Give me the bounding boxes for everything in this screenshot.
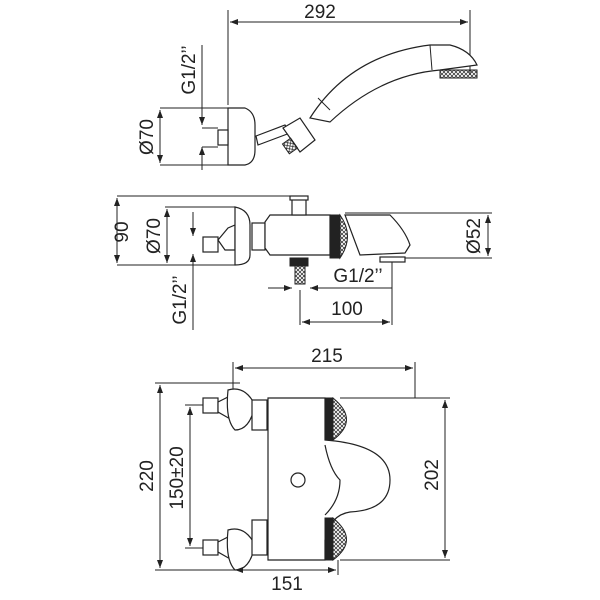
dim-diameter-70-top: Ø70 (137, 119, 158, 155)
hand-shower (309, 44, 478, 123)
dim-thread-outlet: G1/2’’ (333, 266, 382, 287)
handle-knurl (339, 213, 348, 260)
upper-handle (332, 396, 347, 441)
dim-90-label: 90 (112, 221, 133, 242)
dim-diameter-52: Ø52 (464, 218, 485, 254)
shower-head-nozzles (439, 69, 478, 79)
dim-202-label: 202 (422, 459, 443, 491)
spout-side (344, 214, 411, 256)
front-view: 215 220 150±20 202 151 (137, 346, 450, 595)
dim-215-label: 215 (311, 346, 343, 367)
dim-diameter-70-side: Ø70 (144, 218, 165, 254)
wall-flange (227, 107, 256, 166)
lower-handle (332, 516, 347, 561)
dim-150-label: 150±20 (167, 446, 188, 509)
lower-flange (226, 528, 256, 571)
mixer-body-side (264, 214, 331, 256)
side-view: 90 Ø70 G1/2’’ Ø52 G1/2’’ 100 (112, 195, 492, 330)
body-hole (290, 472, 306, 488)
top-view: 292 Ø70 G1/2’’ (137, 2, 478, 170)
dim-thread-top: G1/2’’ (179, 45, 200, 94)
upper-flange (226, 388, 256, 431)
dim-thread-wall: G1/2’’ (170, 275, 191, 324)
dim-292-label: 292 (304, 2, 336, 23)
dim-151-label: 151 (271, 574, 303, 595)
wall-flange-side (234, 206, 251, 266)
dim-100-label: 100 (331, 299, 363, 320)
dim-220-label: 220 (137, 460, 158, 492)
